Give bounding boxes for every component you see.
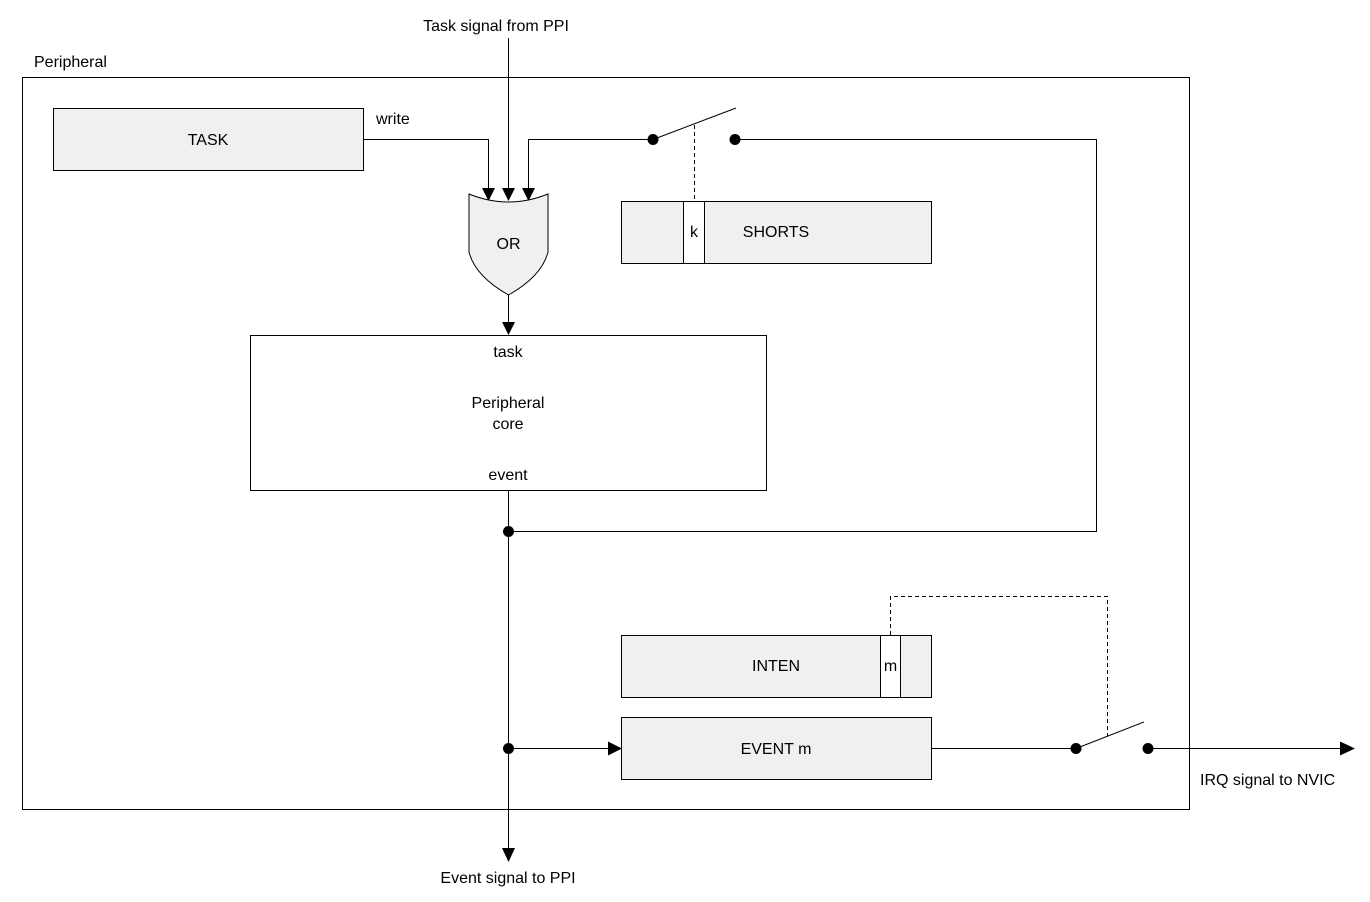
inten-bit-cell — [880, 635, 901, 698]
or-input-arrow-right — [522, 188, 535, 201]
event-shortcut-loop-wire — [508, 139, 1097, 532]
shorts-bit-label: k — [690, 224, 699, 241]
inten-control-link — [890, 596, 1108, 736]
event-register-label: EVENT m — [741, 741, 812, 758]
inten-bit-label: m — [884, 658, 897, 675]
irq-switch-blade — [1075, 721, 1145, 749]
task-signal-from-ppi-label: Task signal from PPI — [423, 18, 569, 35]
or-gate-label: OR — [497, 236, 521, 253]
event-junction-upper — [503, 526, 514, 537]
event-register — [621, 717, 932, 780]
event-signal-to-ppi-label: Event signal to PPI — [440, 870, 575, 887]
or-input-arrow-left — [482, 188, 495, 201]
shorts-bit-cell — [683, 201, 705, 264]
core-task-arrow — [502, 322, 515, 335]
core-task-label: task — [493, 344, 523, 361]
irq-signal-label: IRQ signal to NVIC — [1200, 772, 1335, 789]
shorts-register-label: SHORTS — [743, 224, 809, 241]
shorts-register — [621, 201, 932, 264]
core-name-line1: Peripheral — [472, 395, 545, 412]
peripheral-frame — [22, 77, 1190, 810]
shorts-feedback-wire — [528, 139, 653, 190]
irq-switch-contact-left — [1070, 743, 1082, 754]
task-register — [53, 108, 364, 171]
write-label: write — [375, 111, 410, 128]
peripheral-label: Peripheral — [34, 54, 107, 71]
shorts-switch-contact-left — [647, 134, 659, 145]
inten-register-label: INTEN — [752, 658, 800, 675]
event-to-ppi-arrow — [502, 848, 515, 862]
core-name-line2: core — [492, 416, 523, 433]
shorts-switch-blade — [652, 107, 737, 140]
or-gate — [468, 193, 549, 296]
task-register-label: TASK — [188, 132, 229, 149]
or-input-arrow-middle — [502, 188, 515, 201]
event-register-arrow — [608, 741, 622, 756]
irq-output-arrow — [1340, 741, 1355, 756]
inten-register — [621, 635, 932, 698]
task-write-wire — [364, 139, 489, 190]
core-event-label: event — [488, 467, 528, 484]
